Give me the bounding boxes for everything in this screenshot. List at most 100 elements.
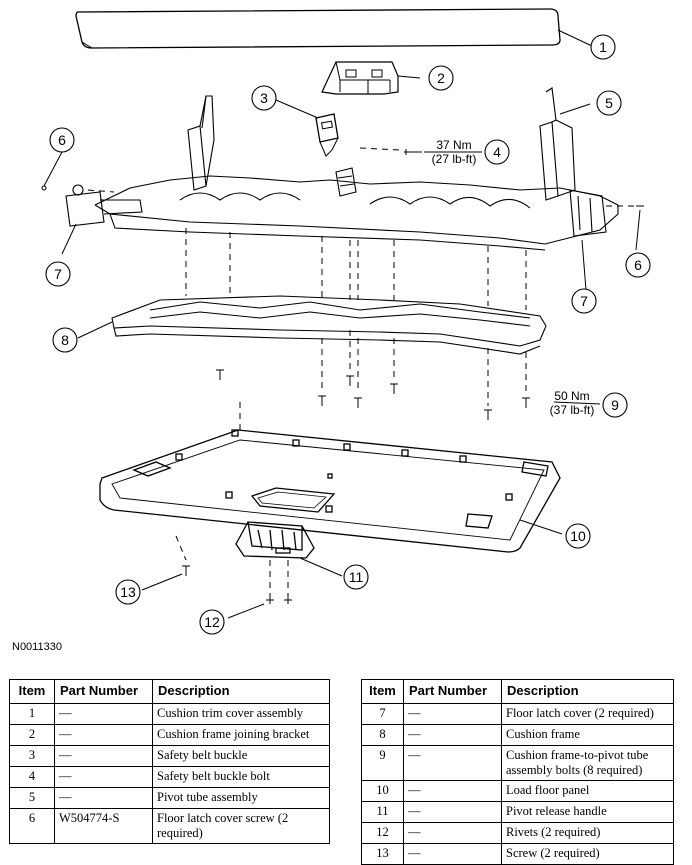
description-cell: Cushion frame <box>501 724 674 746</box>
item-cell: 5 <box>9 787 55 809</box>
callout-11 <box>343 564 369 590</box>
item-cell: 3 <box>9 745 55 767</box>
safety-belt-buckle <box>315 113 339 157</box>
torque-specs: 37 Nm (27 lb-ft) 50 Nm (37 lb-ft) <box>432 138 595 417</box>
table-row: 13 — Screw (2 required) <box>361 843 674 865</box>
alignment-lines <box>87 147 636 598</box>
cushion-frame <box>111 295 547 355</box>
svg-text:13: 13 <box>120 584 136 600</box>
part-number-cell: — <box>403 780 502 802</box>
item-cell: 4 <box>9 766 55 788</box>
svg-text:6: 6 <box>58 132 66 148</box>
svg-text:7: 7 <box>54 266 62 282</box>
buckle-bolt <box>404 149 422 155</box>
part-number-cell: W504774-S <box>54 808 153 844</box>
table-row: 9 — Cushion frame-to-pivot tube assembly… <box>361 745 674 781</box>
svg-text:2: 2 <box>437 70 445 86</box>
figure-id: N0011330 <box>12 641 62 653</box>
description-cell: Safety belt buckle <box>152 745 330 767</box>
table-header-row: Item Part Number Description <box>9 679 330 704</box>
table-row: 1 — Cushion trim cover assembly <box>9 703 330 725</box>
svg-text:4: 4 <box>493 144 501 160</box>
header-description: Description <box>501 679 674 704</box>
pivot-tube-assembly <box>65 87 619 251</box>
torque-item9-nm: 50 Nm <box>554 389 589 403</box>
svg-text:12: 12 <box>204 614 220 630</box>
description-cell: Cushion trim cover assembly <box>152 703 330 725</box>
part-number-cell: — <box>54 766 153 788</box>
callout-1 <box>590 34 616 60</box>
header-part-number: Part Number <box>403 679 502 704</box>
header-item: Item <box>9 679 55 704</box>
part-number-cell: — <box>403 724 502 746</box>
callout-7b <box>571 288 597 314</box>
callout-10 <box>565 523 591 549</box>
callout-numbers: 1 2 3 4 5 6 7 6 7 8 9 10 11 12 13 <box>54 39 642 630</box>
callout-13 <box>115 579 141 605</box>
part-number-cell: — <box>403 801 502 823</box>
part-number-cell: — <box>54 787 153 809</box>
table-row: 2 — Cushion frame joining bracket <box>9 724 330 746</box>
table-row: 3 — Safety belt buckle <box>9 745 330 767</box>
joining-bracket <box>321 61 399 95</box>
svg-text:7: 7 <box>580 293 588 309</box>
callout-2 <box>428 65 454 91</box>
header-item: Item <box>361 679 404 704</box>
svg-text:11: 11 <box>349 569 364 585</box>
table-row: 8 — Cushion frame <box>361 724 674 746</box>
parts-table-left: Item Part Number Description 1 — Cushion… <box>9 679 330 844</box>
description-cell: Safety belt buckle bolt <box>152 766 330 788</box>
description-cell: Cushion frame-to-pivot tube assembly bol… <box>501 745 674 781</box>
table-row: 11 — Pivot release handle <box>361 801 674 823</box>
callout-5 <box>596 90 622 116</box>
rivets-and-screw <box>182 565 292 604</box>
callout-6b <box>625 252 651 278</box>
svg-text:8: 8 <box>61 332 69 348</box>
table-header-row: Item Part Number Description <box>361 679 674 704</box>
torque-item4-nm: 37 Nm <box>436 138 471 152</box>
description-cell: Floor latch cover screw (2 required) <box>152 808 330 844</box>
part-number-cell: — <box>403 703 502 725</box>
callout-7a <box>45 261 71 287</box>
torque-item9-lbft: (37 lb-ft) <box>550 403 595 417</box>
table-row: 6 W504774-S Floor latch cover screw (2 r… <box>9 808 330 844</box>
header-part-number: Part Number <box>54 679 153 704</box>
callout-12 <box>199 609 225 635</box>
frame-bolts <box>216 369 530 420</box>
pivot-release-handle <box>235 521 315 559</box>
item-cell: 1 <box>9 703 55 725</box>
callout-circles <box>45 34 651 635</box>
svg-text:10: 10 <box>570 528 586 544</box>
svg-text:6: 6 <box>634 257 642 273</box>
table-row: 12 — Rivets (2 required) <box>361 822 674 844</box>
item-cell: 7 <box>361 703 404 725</box>
latch-cover-screws <box>41 185 644 207</box>
callout-9 <box>602 392 628 418</box>
description-cell: Load floor panel <box>501 780 674 802</box>
callout-6a <box>49 127 75 153</box>
table-row: 5 — Pivot tube assembly <box>9 787 330 809</box>
description-cell: Pivot release handle <box>501 801 674 823</box>
description-cell: Screw (2 required) <box>501 843 674 865</box>
leader-lines <box>43 29 641 619</box>
callout-3 <box>251 85 277 111</box>
header-description: Description <box>152 679 330 704</box>
item-cell: 10 <box>361 780 404 802</box>
callout-4 <box>484 139 510 165</box>
item-cell: 2 <box>9 724 55 746</box>
cushion-trim-cover <box>75 8 561 49</box>
svg-text:5: 5 <box>605 95 613 111</box>
description-cell: Rivets (2 required) <box>501 822 674 844</box>
item-cell: 12 <box>361 822 404 844</box>
callout-8 <box>52 327 78 353</box>
load-floor-panel <box>99 429 561 553</box>
svg-text:1: 1 <box>599 39 607 55</box>
svg-text:3: 3 <box>260 90 268 106</box>
table-row: 4 — Safety belt buckle bolt <box>9 766 330 788</box>
svg-text:9: 9 <box>611 397 619 413</box>
item-cell: 13 <box>361 843 404 865</box>
part-number-cell: — <box>403 745 502 781</box>
part-number-cell: — <box>54 745 153 767</box>
description-cell: Floor latch cover (2 required) <box>501 703 674 725</box>
item-cell: 6 <box>9 808 55 844</box>
